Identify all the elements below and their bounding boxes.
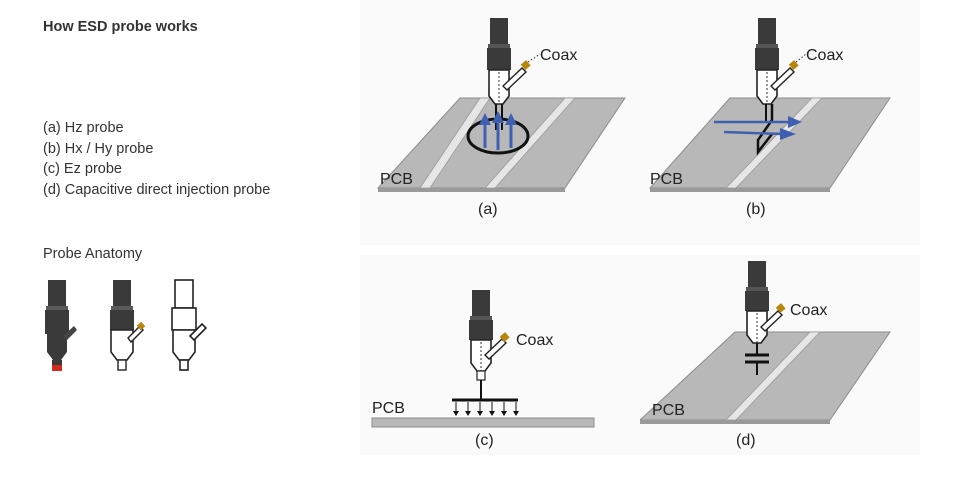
panel-c-ez-probe: Coax PCB (c) <box>360 255 640 455</box>
pcb-board-edge <box>650 188 830 192</box>
page-title: How ESD probe works <box>43 19 198 35</box>
panel-caption: (d) <box>736 432 756 449</box>
probe <box>487 18 541 130</box>
pcb-trace <box>419 97 491 189</box>
coax-label: Coax <box>540 47 577 64</box>
pcb-trace <box>484 97 576 189</box>
coax-label: Coax <box>516 332 553 349</box>
probe <box>755 18 807 156</box>
legend-item-b: (b) Hx / Hy probe <box>43 140 154 157</box>
panel-caption: (a) <box>478 201 498 218</box>
probe-anatomy-figure <box>45 279 208 371</box>
panel-caption: (c) <box>475 432 494 449</box>
pcb-board <box>371 417 595 428</box>
probe-type-legend: (a) Hz probe (b) Hx / Hy probe (c) Ez pr… <box>43 118 270 200</box>
outline-probe <box>171 279 208 371</box>
legend-item-d: (d) Capacitive direct injection probe <box>43 181 271 198</box>
field-arrows <box>714 116 802 140</box>
pcb-label: PCB <box>652 402 685 419</box>
pcb-label: PCB <box>650 171 683 188</box>
assembled-probe-dark <box>45 280 77 371</box>
panel-b-hx-hy-probe: Coax PCB (b) <box>640 0 920 245</box>
pcb-board-edge <box>640 420 830 424</box>
pcb-trace <box>725 331 821 421</box>
field-arrows <box>453 402 519 416</box>
panel-a-hz-probe: Coax PCB (a) <box>360 0 640 245</box>
coax-label: Coax <box>790 302 827 319</box>
anatomy-title: Probe Anatomy <box>43 246 143 262</box>
legend-item-c: (c) Ez probe <box>43 161 122 177</box>
panel-d-capacitive-injection-probe: Coax PCB (d) <box>640 255 920 455</box>
probe <box>745 261 786 375</box>
pcb-board-edge <box>378 188 565 192</box>
pcb-label: PCB <box>372 400 405 417</box>
legend-item-a: (a) Hz probe <box>43 120 124 136</box>
pcb-label: PCB <box>380 171 413 188</box>
coax-label: Coax <box>806 47 843 64</box>
probe <box>452 290 518 402</box>
panel-caption: (b) <box>746 201 766 218</box>
partial-outline-probe <box>110 280 146 371</box>
field-arrows <box>479 111 517 150</box>
